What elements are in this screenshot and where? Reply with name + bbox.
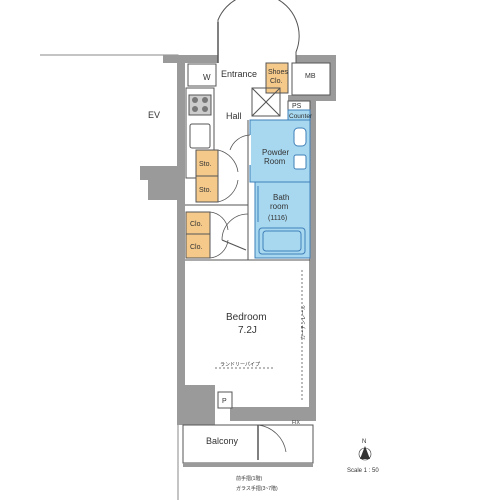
laundry-pipe-label: ランドリーパイプ xyxy=(220,362,260,368)
washer-label: W xyxy=(203,73,211,82)
ev-step xyxy=(140,166,178,200)
burner-2 xyxy=(202,97,208,103)
storage-door-swing xyxy=(217,149,239,203)
north-arrow-ring xyxy=(358,447,372,461)
storage-2 xyxy=(195,175,219,203)
ev-shaft-outline xyxy=(40,54,179,500)
wall-left-lower xyxy=(180,385,215,425)
closet-door-swing xyxy=(209,211,229,259)
entrance-door-swing xyxy=(217,0,300,63)
handrail-label-1: 前手摺(1階) xyxy=(236,475,262,482)
hall-hatch xyxy=(251,87,281,117)
p-label: P xyxy=(222,398,227,405)
bedroom-size-label: 7.2J xyxy=(238,325,257,336)
balcony-door-swing xyxy=(257,424,287,453)
burner-3 xyxy=(192,106,198,112)
wall-top-mid xyxy=(185,55,218,63)
sink xyxy=(189,123,211,149)
balcony-rail xyxy=(183,463,313,467)
hall-hatch-diag-2 xyxy=(251,87,281,117)
wall-left xyxy=(177,55,185,425)
ev-label: EV xyxy=(148,110,160,120)
bath-label-1: Bath xyxy=(273,193,289,202)
closet-1-label: Clo. xyxy=(190,221,203,228)
wall-bottom-right xyxy=(280,407,316,421)
bedroom-door-swing xyxy=(221,213,249,241)
counter-label: Counter xyxy=(289,113,313,120)
mb-label: MB xyxy=(305,73,316,80)
balcony-area xyxy=(182,424,314,464)
bathtub-inner xyxy=(262,230,302,252)
ps-label: PS xyxy=(292,103,302,110)
bathtub xyxy=(258,227,306,255)
toilet xyxy=(293,127,307,147)
bedroom-door-leaf xyxy=(221,239,247,251)
shoes-label-2: Clo. xyxy=(270,78,283,85)
burner-4 xyxy=(202,106,208,112)
shoes-label-1: Shoes xyxy=(268,69,288,76)
wall-bottom-mb xyxy=(288,95,336,101)
wall-top-left xyxy=(163,55,185,63)
north-arrow-icon xyxy=(360,446,370,459)
stove xyxy=(188,94,212,116)
entrance-label: Entrance xyxy=(221,69,257,79)
curtain-rail-label: カーテンレール xyxy=(301,305,307,340)
powder-door-swing xyxy=(229,134,251,151)
shoes-closet xyxy=(265,62,289,94)
hall-label: Hall xyxy=(226,111,242,121)
fix-label: FIX xyxy=(292,420,300,426)
bath-size-label: (1116) xyxy=(268,215,287,222)
powder-label-1: Powder xyxy=(262,148,289,157)
balcony-label: Balcony xyxy=(206,436,239,446)
mb-box xyxy=(291,62,331,96)
storage-2-label: Sto. xyxy=(199,187,212,194)
burner-1 xyxy=(192,97,198,103)
wall-right xyxy=(309,100,316,420)
scale-label: Scale 1 : 50 xyxy=(347,468,379,474)
wash-basin xyxy=(293,154,307,170)
north-label: N xyxy=(362,439,366,445)
bath-label-2: room xyxy=(270,202,289,211)
washer-box xyxy=(187,63,217,87)
p-box xyxy=(217,391,233,409)
closet-2 xyxy=(185,233,211,259)
wall-top-right xyxy=(296,55,336,63)
handrail-label-2: ガラス手摺(3~7階) xyxy=(236,485,278,492)
closet-2-label: Clo. xyxy=(190,244,203,251)
bedroom-label: Bedroom xyxy=(226,312,267,323)
storage-1-label: Sto. xyxy=(199,161,212,168)
wall-right-mb xyxy=(330,55,336,100)
powder-label-2: Room xyxy=(264,157,286,166)
